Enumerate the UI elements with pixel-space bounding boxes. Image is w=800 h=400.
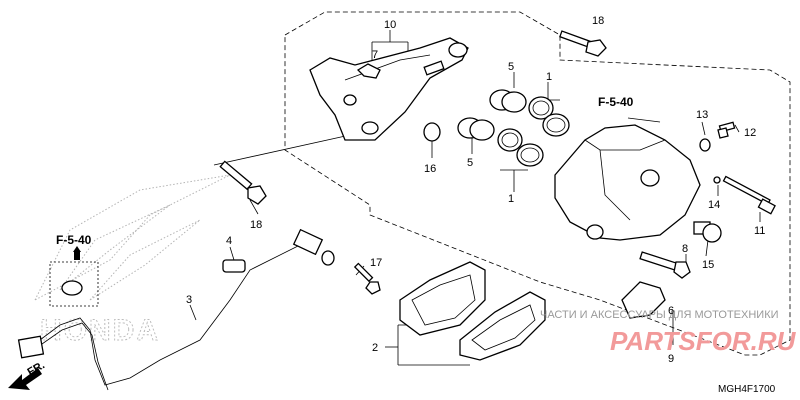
callout-12: 12 [744,127,756,139]
callout-6: 6 [668,305,674,317]
bolt-top [559,30,607,57]
pad-spring [621,281,666,319]
boot [423,122,441,142]
reference-label-right: F-5-40 [598,95,634,109]
callout-18-left: 18 [250,219,262,231]
pin-plug [693,221,722,243]
callout-18-top: 18 [592,15,604,27]
wire-clamp [222,259,246,273]
callout-4: 4 [226,235,232,247]
wheel-speed-sensor [17,228,335,391]
sensor-bolt [353,262,381,295]
front-label: FR. [26,359,47,378]
callout-3: 3 [186,294,192,306]
callout-11: 11 [754,225,765,237]
caliper-bracket [309,37,469,141]
bolt-left [219,160,267,205]
front-arrow: FR. [8,359,47,390]
caliper-body [554,124,701,241]
callout-1-bottom: 1 [508,193,514,205]
callout-14: 14 [708,199,720,211]
callout-7: 7 [372,49,378,61]
bleeder-valve [699,121,736,152]
pistons-and-seals [457,89,570,167]
honda-brand-watermark: HONDA [40,314,160,347]
honda-wing-watermark: HONDA [33,174,231,348]
assembly-boundary [284,11,791,356]
reference-label-left: F-5-40 [56,233,92,247]
callout-2: 2 [372,342,378,354]
callout-9: 9 [668,353,674,365]
pad-pin [713,175,776,215]
callout-8: 8 [682,243,688,255]
callout-13: 13 [696,109,708,121]
callout-1-top: 1 [546,71,552,83]
brake-pads [399,261,546,361]
diagram-code: MGH4F1700 [718,384,776,395]
callout-16: 16 [424,163,436,175]
caliper-bolt [639,251,691,279]
pad-retainer [356,63,381,79]
callout-5-top: 5 [508,61,514,73]
watermark-caption: ЧАСТИ И АКСЕССУАРЫ ДЛЯ МОТОТЕХНИКИ [540,309,779,321]
callout-17: 17 [370,257,382,269]
reference-box-left [49,246,99,307]
callout-15: 15 [702,259,714,271]
watermark-site: PARTSFOR.RU [610,326,797,356]
callout-10: 10 [384,19,396,31]
callout-5-bottom: 5 [467,157,473,169]
